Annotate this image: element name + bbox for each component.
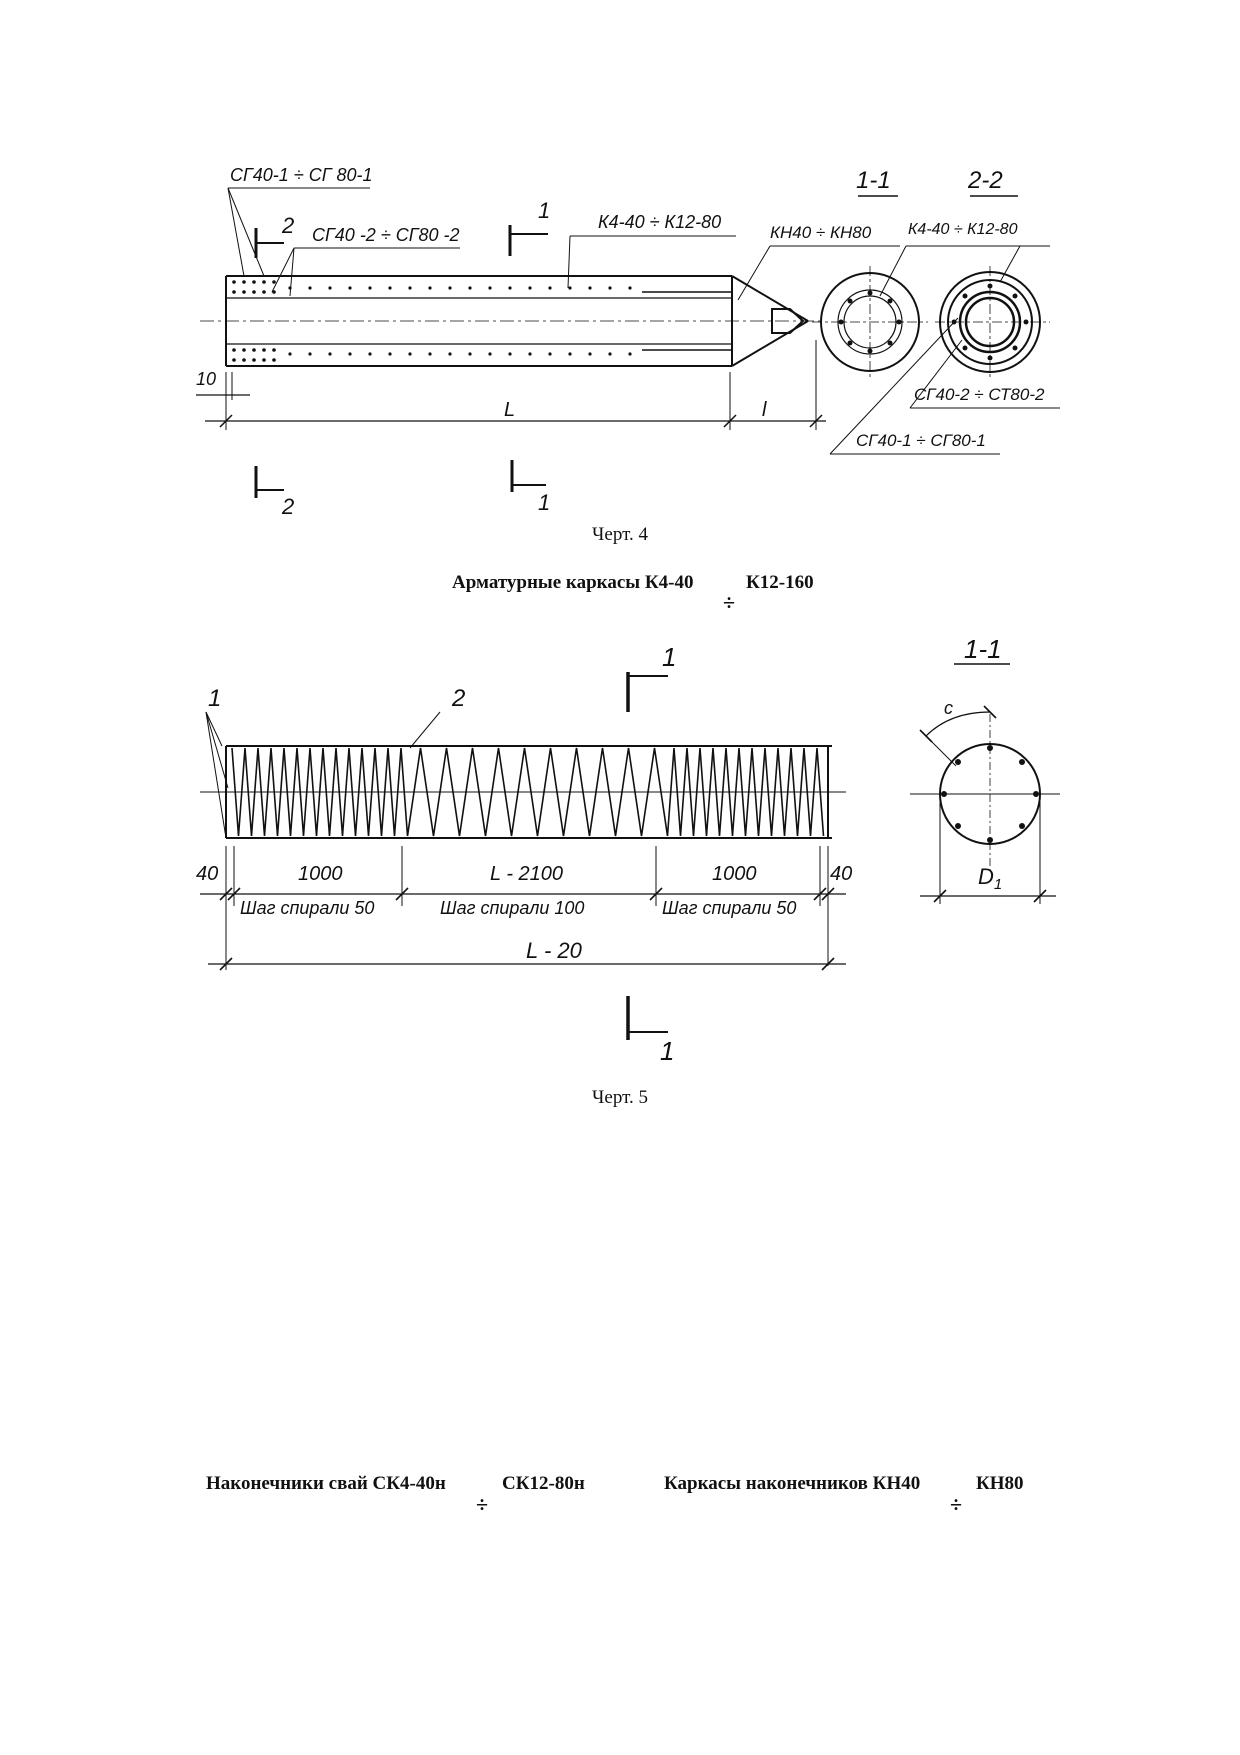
section-title-1-1: 1-1 — [856, 167, 891, 194]
bottom-heading-right-b: КН80 — [976, 1473, 1024, 1494]
pitch-mid: Шаг спирали 100 — [440, 898, 584, 918]
section-mark-1-top-fig5: 1 — [662, 642, 676, 672]
label-mark-1: 1 — [208, 685, 221, 712]
pitch-left: Шаг спирали 50 — [240, 898, 374, 918]
bottom-heading-left-a: Наконечники свай СК4-40н — [206, 1473, 446, 1494]
bottom-heading-right-a: Каркасы наконечников КН40 — [664, 1473, 921, 1494]
section-mark-1-bottom-fig5: 1 — [660, 1036, 674, 1066]
section-mark-2-top: 2 — [281, 213, 294, 238]
section-mark-2-bottom: 2 — [281, 494, 294, 519]
label-section-cage: К4-40 ÷ К12-80 — [908, 221, 1018, 238]
pitch-right: Шаг спирали 50 — [662, 898, 796, 918]
label-c: с — [944, 698, 953, 718]
dim-40-left: 40 — [196, 863, 218, 885]
label-sg-end-1: СГ40-1 ÷ СГ 80-1 — [230, 165, 373, 185]
figure-4-caption: Черт. 4 — [592, 524, 648, 545]
dim-mid: L - 2100 — [490, 863, 563, 885]
divide-sign-bottom-right: ÷ — [950, 1492, 963, 1517]
label-sg-end-2: СГ40 -2 ÷ СГ80 -2 — [312, 225, 460, 245]
dim-l: l — [762, 399, 767, 421]
dim-40-right: 40 — [830, 863, 852, 885]
spiral-reinforcement — [231, 747, 825, 837]
label-cage: К4-40 ÷ К12-80 — [598, 212, 721, 232]
dim-total: L - 20 — [526, 938, 583, 963]
label-mark-2: 2 — [451, 685, 465, 712]
section-mark-1-top: 1 — [538, 198, 550, 223]
figure-5-caption: Черт. 5 — [592, 1087, 648, 1108]
section-title-2-2: 2-2 — [967, 167, 1003, 194]
section-title-1-1-fig5: 1-1 — [964, 634, 1002, 664]
dim-1000-right: 1000 — [712, 863, 757, 885]
label-d1: D1 — [978, 864, 1002, 893]
label-tip-cage: КН40 ÷ КН80 — [770, 223, 872, 242]
label-section-sg1: СГ40-1 ÷ СГ80-1 — [856, 431, 986, 450]
divide-sign-bottom-left: ÷ — [476, 1492, 489, 1517]
figure-5-heading-right: К12-160 — [746, 572, 814, 593]
figure-5-heading-left: Арматурные каркасы К4-40 — [452, 572, 694, 593]
figure-4-drawing: СГ40-1 ÷ СГ 80-1 2 СГ40 -2 ÷ СГ80 -2 1 К… — [196, 165, 1060, 519]
section-mark-1-bottom: 1 — [538, 490, 550, 515]
divide-sign-heading: ÷ — [723, 590, 736, 615]
dim-1000-left: 1000 — [298, 863, 343, 885]
label-section-sg2: СГ40-2 ÷ СТ80-2 — [914, 385, 1045, 404]
dim-L: L — [504, 399, 515, 421]
dim-10: 10 — [196, 369, 216, 389]
bottom-heading-left-b: СК12-80н — [502, 1473, 585, 1494]
